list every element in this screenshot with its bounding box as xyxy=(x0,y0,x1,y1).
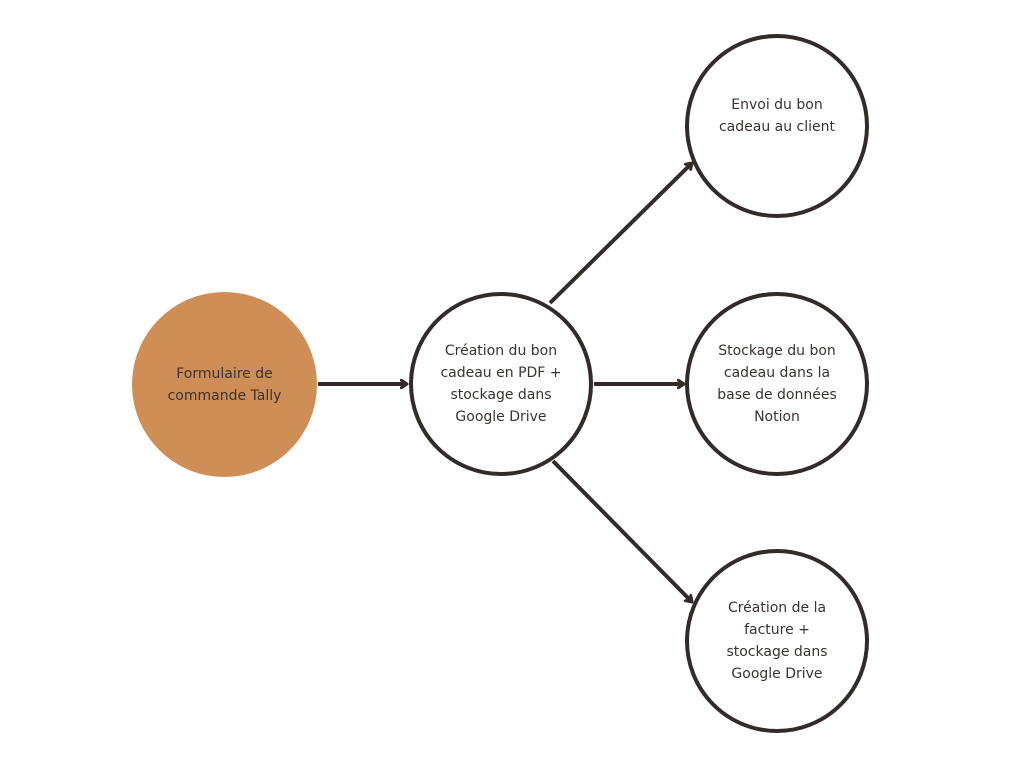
node-notion-storage: Stockage du bon cadeau dans la base de d… xyxy=(685,292,869,476)
node-tally-form-label: Formulaire de commande Tally xyxy=(167,365,282,404)
arrow-pdf-to-send xyxy=(548,163,692,305)
node-invoice-label: Création de la facture + stockage dans G… xyxy=(726,600,828,682)
node-pdf-creation: Création du bon cadeau en PDF + stockage… xyxy=(409,292,593,476)
node-tally-form: Formulaire de commande Tally xyxy=(132,292,317,477)
node-send-client: Envoi du bon cadeau au client xyxy=(685,34,869,218)
node-notion-storage-label: Stockage du bon cadeau dans la base de d… xyxy=(717,343,837,425)
node-invoice: Création de la facture + stockage dans G… xyxy=(685,549,869,733)
arrow-pdf-to-invoice xyxy=(551,459,692,602)
node-pdf-creation-label: Création du bon cadeau en PDF + stockage… xyxy=(440,343,562,425)
node-send-client-label: Envoi du bon cadeau au client xyxy=(718,97,836,135)
